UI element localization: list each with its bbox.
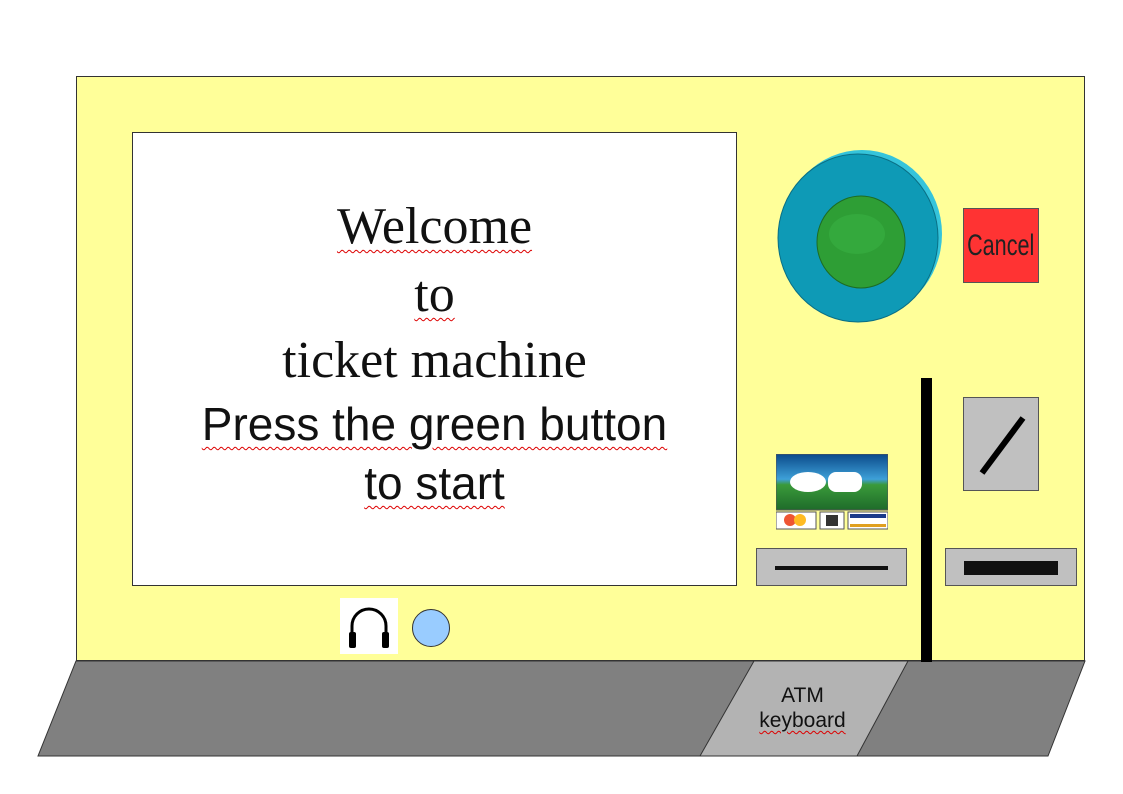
display-screen: Welcome to ticket machine Press the gree…: [132, 132, 737, 586]
card-slot-opening: [775, 566, 888, 570]
instruction-text: Press the green button: [201, 398, 668, 450]
card-slot[interactable]: [756, 548, 907, 586]
card-payment-logo: [776, 454, 888, 530]
welcome-text: Welcome: [336, 198, 533, 255]
coin-slot[interactable]: [963, 397, 1039, 491]
coin-slot-icon: [979, 416, 1026, 475]
instruction-text-2: to start: [364, 457, 505, 509]
start-button[interactable]: [772, 146, 948, 328]
headphone-jack[interactable]: [340, 598, 398, 654]
ticket-machine-text: ticket machine: [282, 332, 587, 389]
to-text: to: [414, 266, 455, 323]
headphones-icon: [349, 607, 389, 648]
ticket-slot-opening: [964, 561, 1058, 575]
audio-button[interactable]: [412, 609, 450, 647]
ticket-output-slot[interactable]: [945, 548, 1077, 586]
keyboard-label-line2: keyboard: [759, 709, 846, 732]
cancel-button[interactable]: Cancel: [963, 208, 1039, 283]
cancel-label: Cancel: [967, 228, 1035, 262]
atm-keyboard[interactable]: [699, 660, 909, 757]
divider-bar: [921, 378, 932, 662]
atm-keyboard-label: ATM keyboard: [725, 683, 880, 733]
keyboard-label-line1: ATM: [781, 684, 824, 707]
